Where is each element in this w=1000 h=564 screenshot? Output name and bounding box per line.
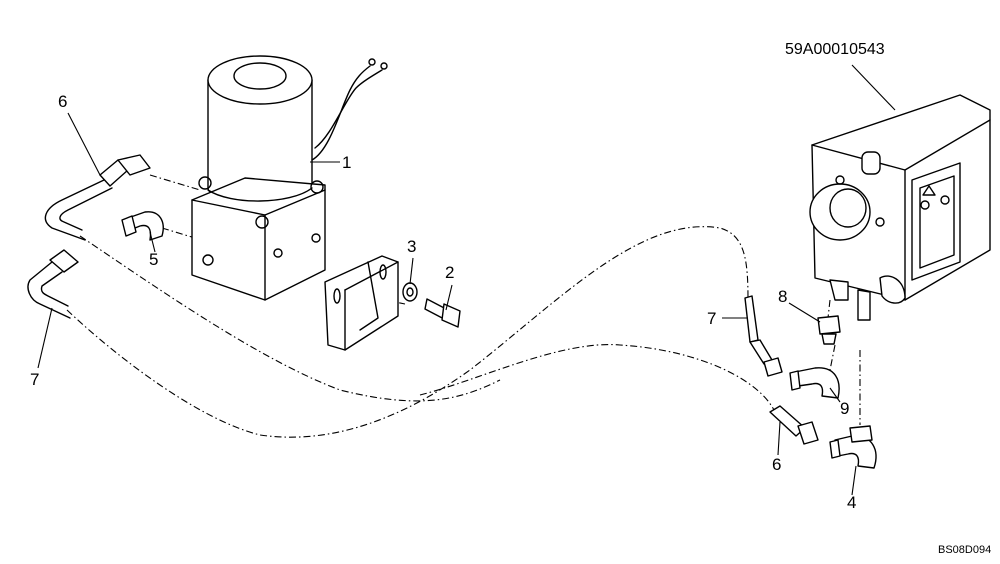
callout-5: 5: [149, 250, 159, 269]
elbow-fitting-9: [789, 367, 840, 399]
elbow-fitting-4: [829, 425, 877, 469]
fitting-8: [817, 315, 841, 345]
callout-6-right: 6: [772, 455, 782, 474]
hose-7-left: [27, 249, 79, 319]
callout-8: 8: [778, 287, 788, 306]
callout-4: 4: [847, 493, 857, 512]
hose-7-right: [744, 295, 783, 377]
control-box: [809, 94, 991, 321]
callout-7-right: 7: [707, 309, 717, 328]
callout-3: 3: [407, 237, 417, 256]
callout-1: 1: [342, 153, 352, 172]
hose-6-left: [44, 154, 151, 241]
part-number-label: 59A00010543: [785, 41, 885, 58]
callout-2: 2: [445, 263, 455, 282]
hose-6-right: [769, 405, 819, 445]
callout-9: 9: [840, 399, 850, 418]
callout-leader-lines: [37, 64, 896, 496]
callout-7-left: 7: [30, 370, 40, 389]
elbow-fitting-5: [121, 211, 164, 241]
hose-routing-lines: [66, 174, 861, 438]
callout-6-left: 6: [58, 92, 68, 111]
figure-code-label: BS08D094: [938, 544, 992, 556]
mounting-bracket: [324, 255, 399, 351]
pump-motor-assembly: [191, 55, 388, 301]
